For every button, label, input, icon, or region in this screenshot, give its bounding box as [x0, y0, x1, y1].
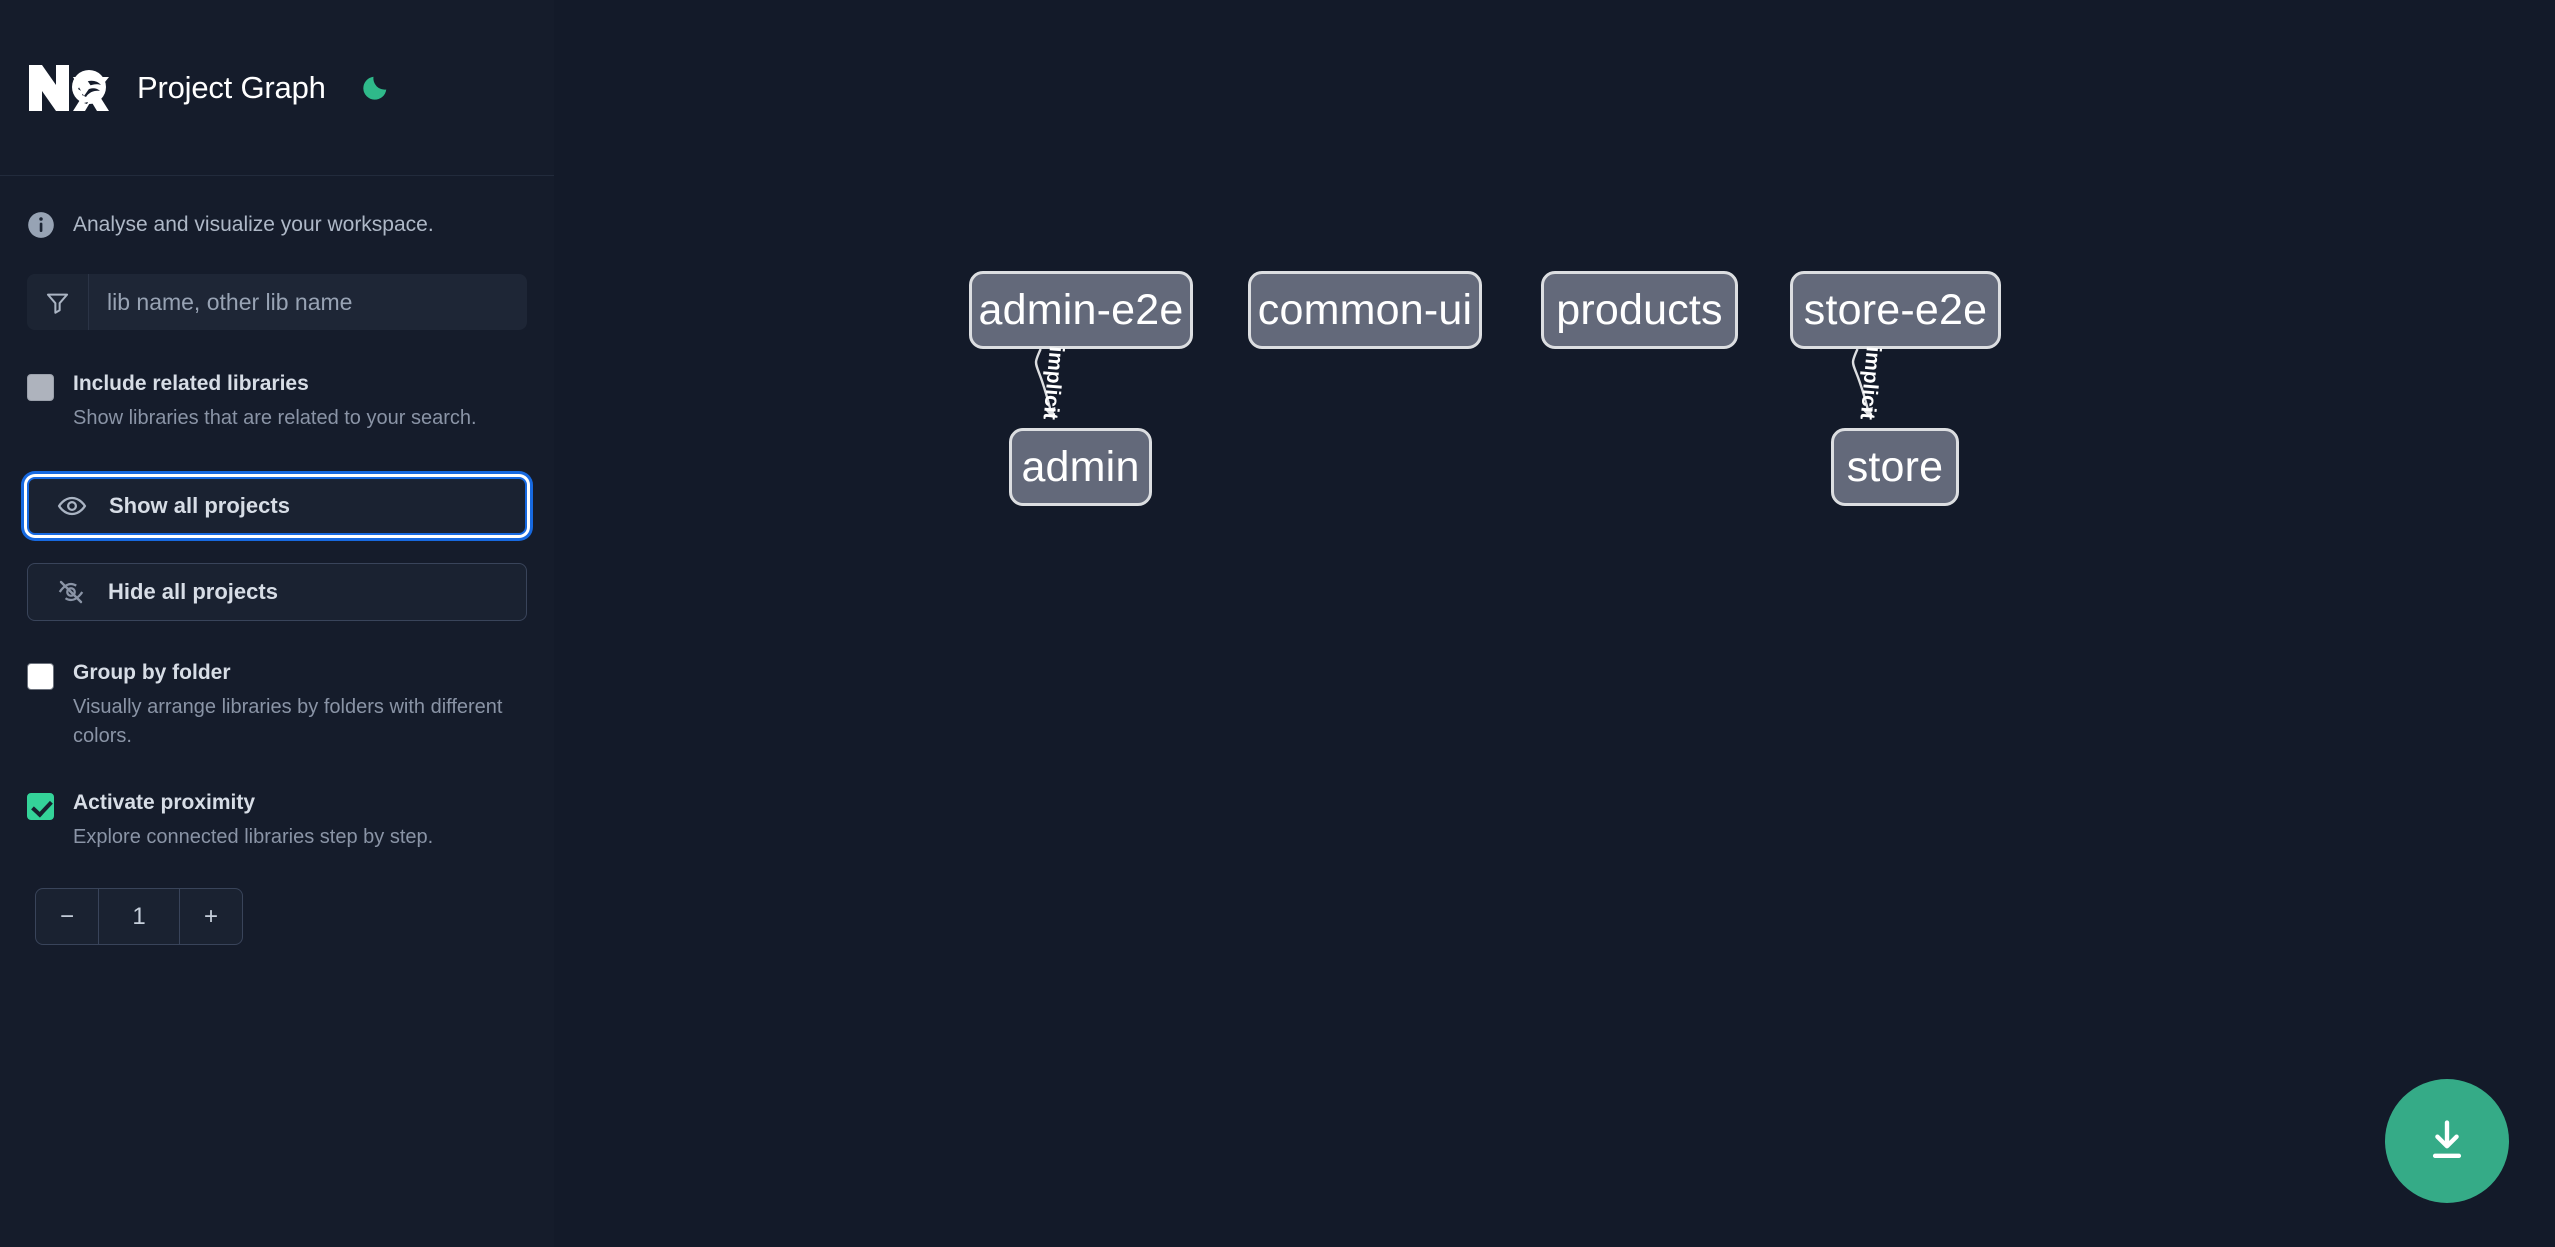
option-label: Group by folder — [73, 661, 231, 684]
page-title: Project Graph — [137, 69, 326, 105]
graph-edge-admin-e2e-to-admin — [1034, 348, 1056, 418]
option-text-group: Activate proximity Explore connected lib… — [73, 787, 527, 852]
workspace-info-text: Analyse and visualize your workspace. — [73, 213, 434, 236]
proximity-stepper[interactable]: − 1 + — [35, 888, 243, 945]
info-icon — [27, 211, 55, 239]
graph-node-label: products — [1556, 285, 1723, 334]
search-box[interactable] — [27, 274, 527, 330]
graph-node-common-ui[interactable]: common-ui — [1248, 271, 1482, 349]
nx-logo — [27, 59, 111, 117]
eye-icon — [57, 491, 87, 521]
spacer — [27, 441, 527, 477]
group-by-folder-checkbox[interactable] — [27, 663, 54, 690]
graph-edges — [1034, 348, 1873, 418]
option-include-related-libraries[interactable]: Include related libraries Show libraries… — [27, 368, 527, 433]
option-activate-proximity[interactable]: Activate proximity Explore connected lib… — [27, 787, 527, 852]
workspace-info: Analyse and visualize your workspace. — [0, 176, 554, 274]
graph-node-admin[interactable]: admin — [1009, 428, 1152, 506]
hide-all-projects-button[interactable]: Hide all projects — [27, 563, 527, 621]
spacer — [27, 759, 527, 787]
spacer — [27, 860, 527, 888]
option-label: Activate proximity — [73, 791, 256, 814]
graph-node-products[interactable]: products — [1541, 271, 1738, 349]
graph-node-label: admin — [1021, 442, 1140, 491]
activate-proximity-checkbox[interactable] — [27, 793, 54, 820]
filter-icon — [27, 274, 89, 330]
proximity-value: 1 — [98, 889, 180, 944]
spacer — [27, 621, 527, 657]
option-description: Show libraries that are related to your … — [73, 407, 477, 429]
graph-canvas[interactable]: admin-e2e common-ui products store-e2e admin… — [554, 0, 2555, 1247]
sidebar: Project Graph Analyse and visualize your… — [0, 0, 554, 1247]
graph-node-label: admin-e2e — [978, 285, 1184, 334]
option-label: Include related libraries — [73, 372, 309, 395]
proximity-decrement-button[interactable]: − — [59, 902, 74, 930]
graph-node-label: common-ui — [1257, 285, 1473, 334]
download-icon — [2422, 1115, 2472, 1168]
graph-node-store-e2e[interactable]: store-e2e — [1790, 271, 2001, 349]
download-button[interactable] — [2385, 1079, 2509, 1203]
option-description: Explore connected libraries step by step… — [73, 826, 434, 848]
graph-node-store[interactable]: store — [1831, 428, 1959, 506]
graph-node-label: store-e2e — [1803, 285, 1988, 334]
graph-node-admin-e2e[interactable]: admin-e2e — [969, 271, 1193, 349]
option-text-group: Include related libraries Show libraries… — [73, 368, 527, 433]
option-text-group: Group by folder Visually arrange librari… — [73, 657, 527, 751]
eye-off-icon — [56, 577, 86, 607]
spacer — [27, 535, 527, 563]
sidebar-header: Project Graph — [0, 0, 554, 176]
proximity-increment-button[interactable]: + — [203, 902, 218, 930]
graph-node-label: store — [1846, 442, 1944, 491]
show-all-projects-button[interactable]: Show all projects — [27, 477, 527, 535]
graph-edge-store-e2e-to-store — [1851, 348, 1873, 418]
show-all-projects-label: Show all projects — [109, 493, 290, 518]
option-group-by-folder[interactable]: Group by folder Visually arrange librari… — [27, 657, 527, 751]
hide-all-projects-label: Hide all projects — [108, 579, 278, 604]
search-input[interactable] — [89, 274, 527, 330]
moon-icon[interactable] — [358, 71, 392, 105]
sidebar-body: Include related libraries Show libraries… — [0, 274, 554, 945]
include-related-libraries-checkbox[interactable] — [27, 374, 54, 401]
option-description: Visually arrange libraries by folders wi… — [73, 696, 503, 747]
